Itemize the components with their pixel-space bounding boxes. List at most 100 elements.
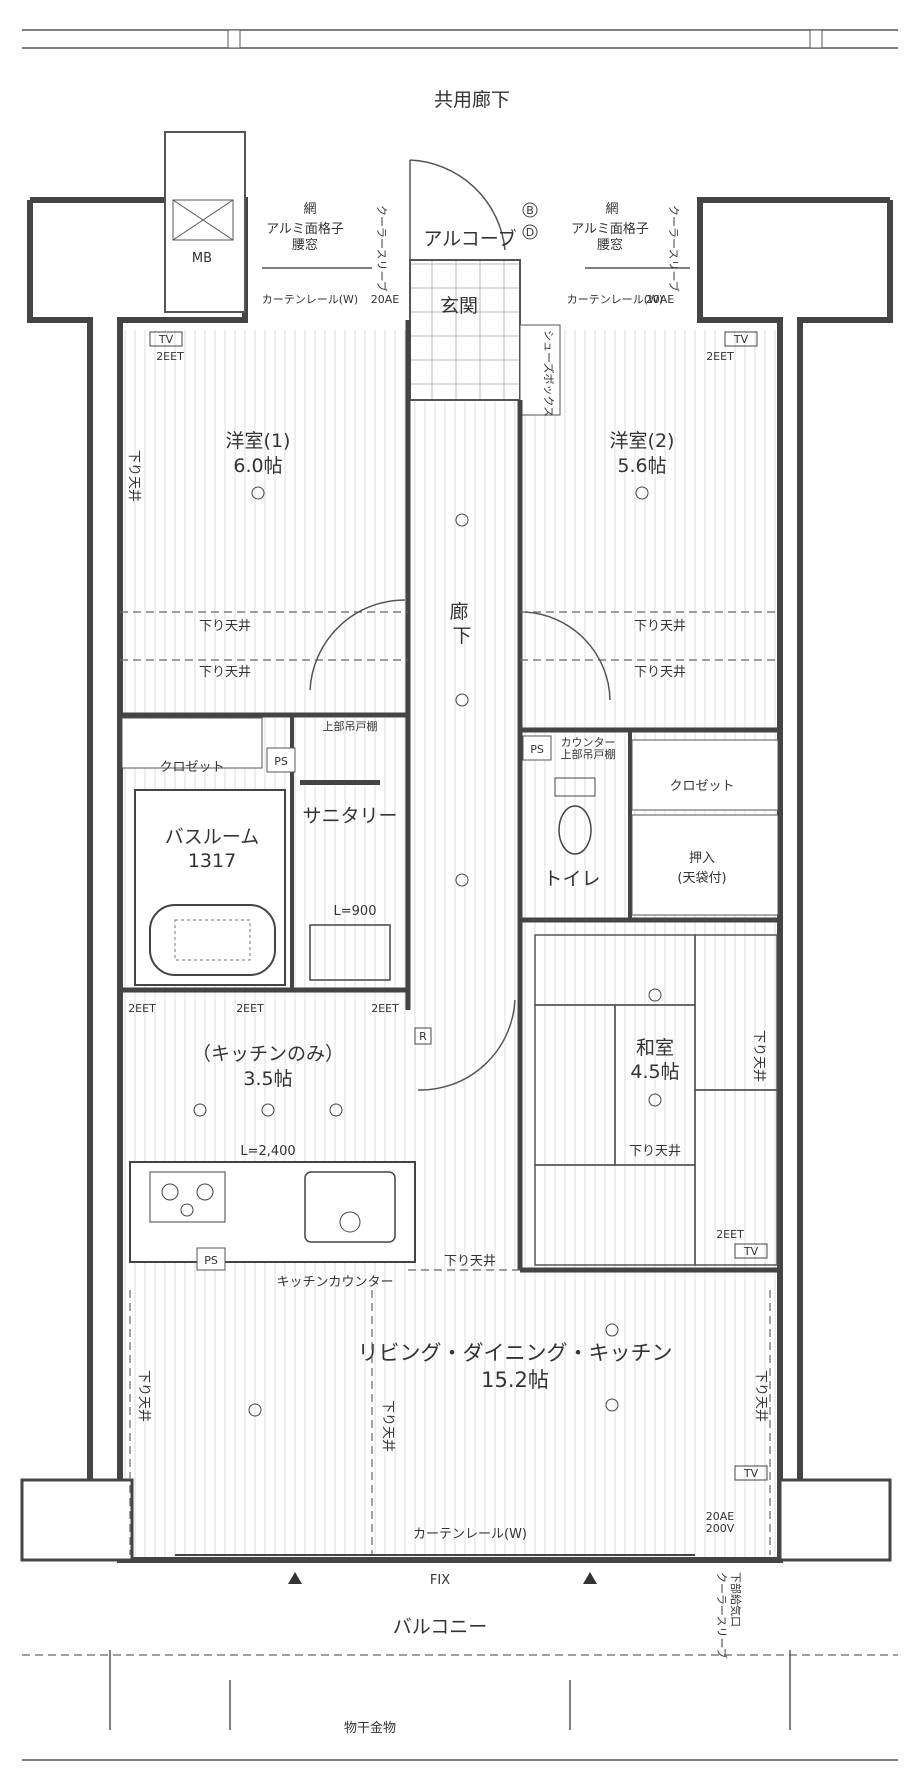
counter-cabinet-line2: 上部吊戸棚 [561,747,616,761]
entrance-label: 玄関 [440,295,478,317]
kitchen-size-label: 3.5帖 [243,1068,292,1090]
kitchen-counter-label: キッチンカウンター [276,1275,393,1290]
outlet-20ae-200v-line2: 200V [706,1522,735,1535]
bathtub-icon [149,904,276,976]
window-left-line2: 腰窓 [292,237,318,253]
cooler-sleeve-right-label: クーラースリーブ [667,205,681,292]
lowered-ceiling-japanese: 下り天井 [629,1144,681,1159]
tv-outlet-label: TV [743,1467,759,1480]
bathtub-drain-grid [174,919,251,961]
bathroom-label: バスルーム [165,826,259,848]
closet-left-label: クロゼット [159,760,224,775]
mb-label: MB [192,251,212,266]
r-marker-label: R [419,1030,427,1043]
window-left-label: アルミ面格子腰窓 [266,221,344,253]
toilet-tank-icon [554,777,596,797]
intercom-d-icon [522,224,538,240]
outlet-2eet-label: 2EET [706,350,734,363]
cooler-sleeve-bottom-line1: クーラースリーブ [715,1572,729,1659]
bathroom-box [134,789,286,986]
ps-kitchen-label: PS [204,1254,218,1267]
ceiling-light-icon [605,1323,619,1337]
window-right-line2: 腰窓 [597,237,623,253]
lowered-ceiling-ldk-right: 下り天井 [753,1370,768,1422]
tv-outlets: TV TV TV TV [149,331,768,1481]
vanity-length-label: L=900 [334,904,377,919]
sanitary-label: サニタリー [302,805,397,827]
window-arrow-left [288,1572,302,1584]
kitchen-sink-icon [304,1171,396,1243]
entrance-area [409,159,561,416]
ps-right-box [522,735,552,761]
oshiire-box [631,814,779,916]
intercom-d-label: D [526,226,534,239]
lowered-ceiling-room2-b: 下り天井 [634,665,686,680]
downlight-icon [455,513,469,527]
ceiling-light-icon [635,486,649,500]
window-left-line1: アルミ面格子 [266,221,344,237]
outlet-2eet-label: 2EET [156,350,184,363]
lowered-ceiling-right-vertical-a: 下り天井 [751,1030,766,1082]
window-right-line1: アルミ面格子 [571,221,649,237]
upper-cabinet-label: 上部吊戸棚 [323,719,378,733]
lowered-ceiling-room1-a: 下り天井 [199,619,251,634]
outlet-20ae-200v-line1: 20AE [706,1510,735,1523]
downlight-icon [193,1103,207,1117]
counter-cabinet-label: カウンター上部吊戸棚 [561,736,616,761]
ceiling-light-icon [605,1398,619,1412]
ps-right-label: PS [530,743,544,756]
toilet-label: トイレ [543,868,600,890]
mb-box: MB [164,131,246,313]
downlight-icon [455,873,469,887]
burner-icon [196,1183,214,1201]
oshiire-note: (天袋付) [677,871,726,886]
western-room-1-label: 洋室(1) [226,430,291,452]
outlet-20ae-right-label: 20AE [646,293,675,306]
window-right-label: アルミ面格子腰窓 [571,221,649,253]
tv-outlet-label: TV [158,333,174,346]
ceiling-light-icon [251,486,265,500]
faucet-icon [339,1211,361,1233]
cooler-sleeve-bottom-label: クーラースリーブ下部給気口 [715,1572,743,1659]
burner-icon [180,1203,194,1217]
intercom-b-label: B [526,204,534,217]
lowered-ceiling-ldk-left: 下り天井 [136,1370,151,1422]
outlet-20ae-left-label: 20AE [371,293,400,306]
cooler-sleeve-left-label: クーラースリーブ [375,205,389,292]
lowered-ceiling-counter: 下り天井 [444,1254,496,1269]
drying-hardware-label: 物干金物 [344,1720,396,1736]
hallway-char-2: 下 [452,625,471,647]
ceiling-light-icon [648,988,662,1002]
ceiling-light-icon [648,1093,662,1107]
closet-right-label: クロゼット [669,779,734,794]
curtain-rail-right-label: カーテンレール(W) [567,293,663,306]
japanese-room-label: 和室 [636,1037,674,1059]
vanity-sink-icon [309,924,391,981]
outlet-2eet-label: 2EET [371,1002,399,1015]
outlet-2eet-label: 2EET [128,1002,156,1015]
alcove-label: アルコーブ [423,227,516,250]
ldk-size: 15.2帖 [481,1368,549,1392]
tv-outlet-label: TV [743,1245,759,1258]
ceiling-light-icon [248,1403,262,1417]
hallway-char-1: 廊 [449,601,468,623]
ps-left-label: PS [274,755,288,768]
hallway-label: 廊 下 [449,601,474,647]
downlight-icon [329,1103,343,1117]
fix-label: FIX [430,1573,450,1588]
bathroom-size: 1317 [188,850,236,872]
western-room-1-size: 6.0帖 [233,455,282,477]
kitchen-length-label: L=2,400 [240,1144,295,1159]
common-corridor-lines [22,29,898,49]
balcony-label: バルコニー [393,1616,488,1638]
downlight-icon [261,1103,275,1117]
curtain-rail-left-label: カーテンレール(W) [262,293,358,306]
lowered-ceiling-ldk-mid: 下り天井 [380,1400,395,1452]
lowered-ceiling-room1-b: 下り天井 [199,665,251,680]
mesh-right-label: 網 [605,202,618,217]
kitchen-counter-box [129,1161,416,1263]
outlet-2eet-label: 2EET [236,1002,264,1015]
washer-pan-icon [300,780,380,785]
